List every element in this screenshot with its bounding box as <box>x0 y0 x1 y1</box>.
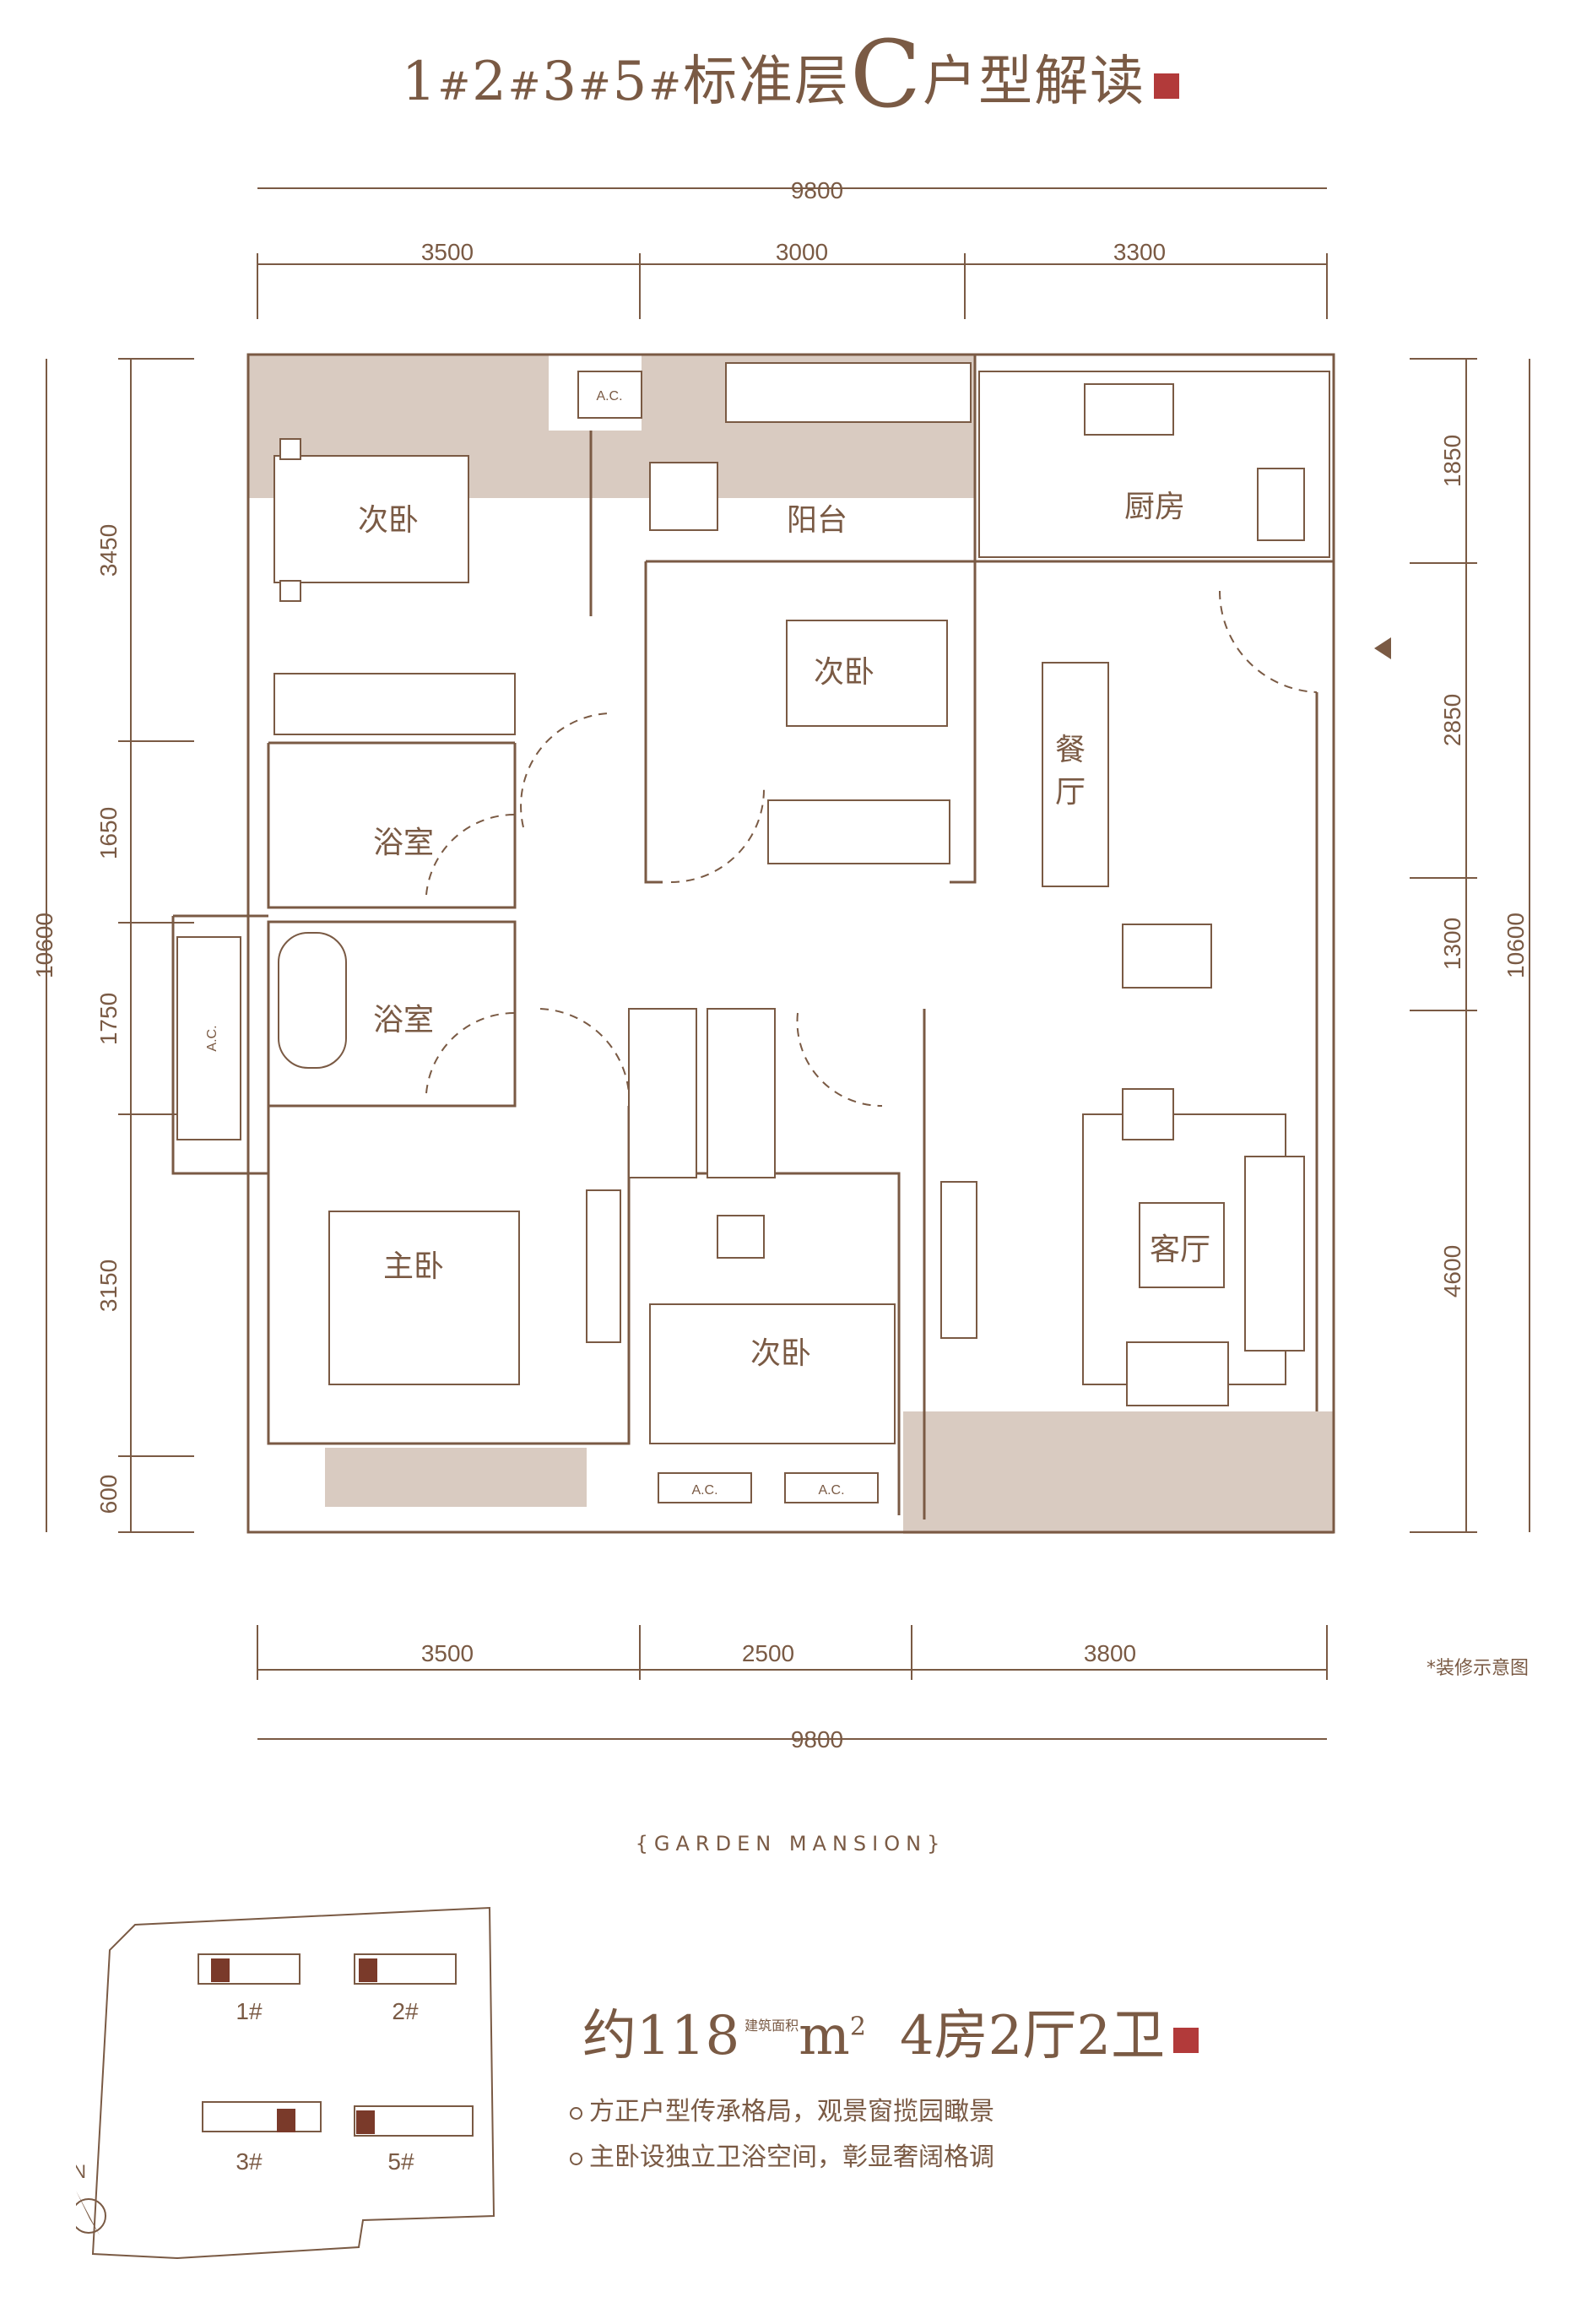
door-swing-6 <box>670 788 765 883</box>
sofa <box>1244 1156 1305 1352</box>
dim-bottom-total: 9800 <box>791 1726 843 1752</box>
seal-stamp <box>1154 73 1180 99</box>
north-label: N <box>76 2161 86 2182</box>
dim-right-b: 2850 <box>1439 694 1465 746</box>
dim-left-e: 600 <box>95 1475 122 1514</box>
wardrobe-master <box>586 1189 621 1343</box>
dim-bottom-b: 2500 <box>742 1640 794 1666</box>
building-label-3: 3# <box>236 2148 263 2175</box>
center-bedroom-top-wall <box>646 560 977 884</box>
dim-right-c: 1300 <box>1439 918 1465 970</box>
bed-master <box>328 1211 520 1385</box>
door-swing-3 <box>425 1011 516 1094</box>
seal-stamp-2 <box>1173 2027 1199 2053</box>
wardrobe-south-1 <box>628 1008 697 1178</box>
outer-wall <box>246 353 1335 1534</box>
north-arrow-icon <box>76 2191 106 2235</box>
bathtub-toilet-area <box>1122 924 1212 989</box>
bed-center <box>786 620 948 727</box>
feature-item: 主卧设独立卫浴空间，彰显奢阔格调 <box>570 2136 994 2173</box>
desk <box>717 1215 765 1259</box>
room-label-balcony: 阳台 <box>787 503 847 538</box>
bath-2-wall <box>267 920 517 1108</box>
tv-cabinet <box>940 1181 977 1339</box>
room-label-bed-center: 次卧 <box>814 655 874 690</box>
ac-unit-1 <box>577 371 642 419</box>
shaded-zone-master <box>325 1448 587 1507</box>
armchair-north <box>1122 1088 1174 1140</box>
center-bedroom-left-wall <box>644 561 663 884</box>
door-swing-1 <box>520 712 609 828</box>
building-3 <box>202 2101 322 2132</box>
armchair-south <box>1126 1341 1229 1406</box>
planter <box>725 362 972 423</box>
room-label-bath-1: 浴室 <box>373 826 434 860</box>
dim-bottom-a: 3500 <box>421 1640 474 1666</box>
shaded-zone-living <box>903 1411 1334 1534</box>
ac-unit-2 <box>176 936 241 1140</box>
door-swing-5 <box>796 1012 883 1108</box>
dim-top-b: 3000 <box>776 239 828 265</box>
washing-machine <box>649 462 718 531</box>
ac-unit-4 <box>784 1472 879 1503</box>
kitchen-stove <box>1257 468 1305 541</box>
door-swing-entry <box>1218 590 1318 693</box>
dim-left-a: 3450 <box>95 524 122 577</box>
dining-table <box>1042 662 1109 887</box>
dim-left-b: 1650 <box>95 807 122 859</box>
room-label-bath-2: 浴室 <box>373 1003 434 1037</box>
site-boundary <box>91 1906 495 2260</box>
building-label-2: 2# <box>392 1998 419 2024</box>
door-swing-2 <box>425 813 516 896</box>
dim-top-total: 9800 <box>791 177 843 203</box>
dim-left-c: 1750 <box>95 993 122 1045</box>
dim-left-d: 3150 <box>95 1260 122 1312</box>
door-swing-4 <box>539 1008 631 1111</box>
coffee-table <box>1139 1202 1225 1288</box>
dim-right-d: 4600 <box>1439 1245 1465 1297</box>
dim-right-a: 1850 <box>1439 435 1465 487</box>
brand-name: {GARDEN MANSION} <box>635 1832 946 1855</box>
wardrobe-south-2 <box>707 1008 776 1178</box>
bath-1-wall <box>267 743 517 909</box>
room-label-dining-2: 厅 <box>1055 775 1086 810</box>
site-plan: 1# 2# 3# 5# N <box>76 1906 495 2260</box>
page-title: 1#2#3#5#标准层C户型解读 <box>0 28 1581 121</box>
bathtub <box>278 932 347 1069</box>
kitchen-sink <box>1084 383 1174 436</box>
floor-plan: 9800 3500 3000 3300 3500 2500 3800 9800 … <box>31 177 1530 1752</box>
ac-niche-wall <box>171 914 268 1175</box>
building-label-5: 5# <box>387 2148 414 2175</box>
dim-left-total: 10600 <box>31 913 57 978</box>
room-label-dining-1: 餐 <box>1055 733 1086 767</box>
room-label-kitchen: 厨房 <box>1124 490 1185 524</box>
dim-top-a: 3500 <box>421 239 474 265</box>
dim-bottom-c: 3800 <box>1084 1640 1136 1666</box>
ac-label-2: A.C. <box>205 1025 219 1051</box>
bed-nw <box>273 455 469 583</box>
ac-label-3: A.C. <box>691 1483 717 1498</box>
room-label-master: 主卧 <box>383 1249 444 1284</box>
ac-label-1: A.C. <box>596 389 622 404</box>
room-label-bed-nw: 次卧 <box>358 503 419 538</box>
dim-right-total: 10600 <box>1502 913 1529 978</box>
ac-unit-3 <box>658 1472 752 1503</box>
dim-top-c: 3300 <box>1113 239 1166 265</box>
decoration-note: *装修示意图 <box>1427 1658 1530 1679</box>
bed-south <box>649 1303 896 1444</box>
wardrobe-center <box>767 799 950 864</box>
entrance-marker-icon <box>1374 637 1391 659</box>
room-label-living: 客厅 <box>1150 1232 1210 1267</box>
ac-label-4: A.C. <box>818 1483 844 1498</box>
room-label-bed-south: 次卧 <box>750 1336 811 1371</box>
feature-item: 方正户型传承格局，观景窗揽园瞰景 <box>570 2090 994 2127</box>
wardrobe-nw <box>273 673 516 735</box>
building-label-1: 1# <box>236 1998 263 2024</box>
master-bedroom-wall <box>267 1106 631 1445</box>
